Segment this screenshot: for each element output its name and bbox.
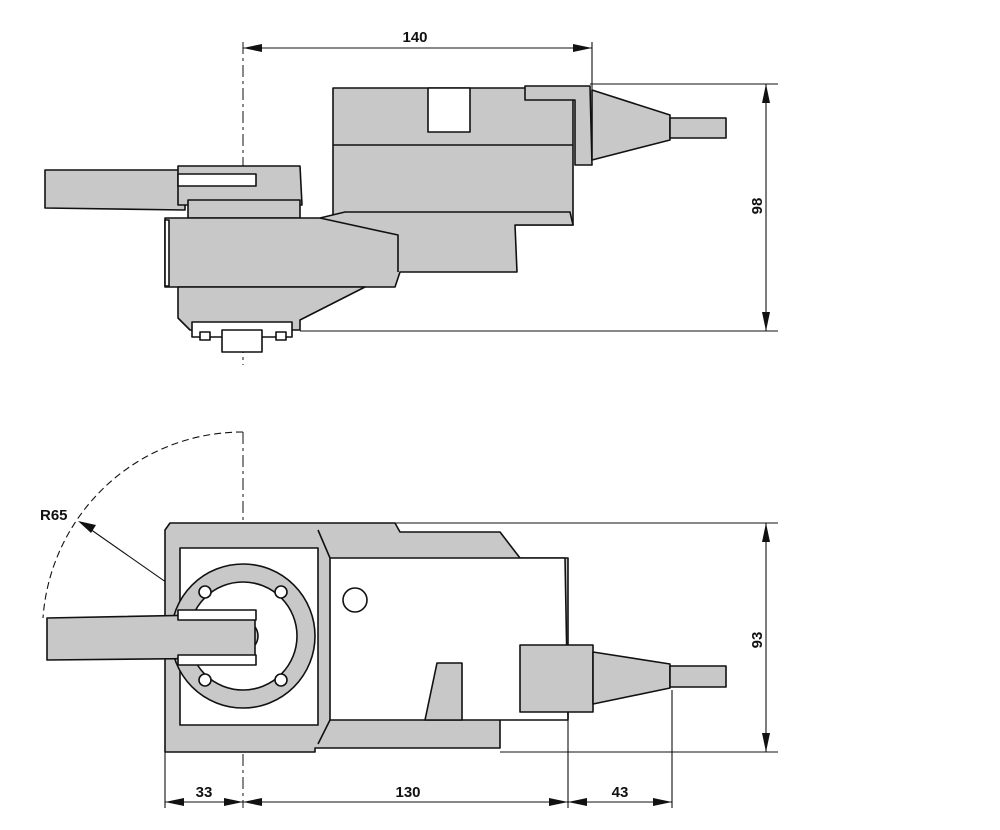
radius-arrow [78, 521, 96, 533]
cable-gland-cap [524, 85, 593, 166]
lever-clip-bottom [177, 654, 257, 666]
plan-cable-cone [592, 651, 671, 705]
dim-98-label: 98 [749, 198, 766, 215]
dim-43-label: 43 [612, 784, 629, 801]
plan-lever-arm [46, 613, 256, 661]
dim-33-label: 33 [196, 784, 213, 801]
clamp-slot [177, 173, 257, 187]
cover-screw [342, 587, 368, 613]
housing-window [427, 87, 471, 133]
bolt-left [199, 331, 211, 341]
clamp-hole-tr [274, 585, 288, 599]
cable-cone [591, 89, 671, 161]
dim-140-arrow-right [573, 44, 592, 52]
bolt-right [275, 331, 287, 341]
side-view: 140 98 [44, 29, 778, 365]
lower-body-edge [319, 217, 399, 272]
cable [669, 117, 727, 139]
dim-130-label: 130 [395, 784, 420, 801]
dim-140-label: 140 [402, 29, 427, 46]
cover-tab [424, 662, 463, 721]
dim-130-arrow-left [243, 798, 262, 806]
dim-93-label: 93 [749, 632, 766, 649]
dim-43-arrow-left [568, 798, 587, 806]
clamp-base [187, 199, 301, 219]
lever-clip-top [177, 609, 257, 621]
clamp-hole-tl [198, 585, 212, 599]
plan-view: R65 93 [40, 431, 778, 808]
dim-98-arrow-bottom [762, 312, 770, 331]
lever-arm [44, 169, 186, 211]
dim-93-arrow-bottom [762, 733, 770, 752]
gear-housing [177, 286, 366, 331]
sweep-arc [42, 431, 244, 619]
lower-body [164, 211, 574, 288]
dim-93-arrow-top [762, 523, 770, 542]
dim-33-arrow-left [165, 798, 184, 806]
lower-body-face [164, 219, 170, 287]
cover-bevel [317, 529, 331, 745]
plan-cable [669, 665, 727, 688]
dim-43-arrow-right [653, 798, 672, 806]
dim-98-arrow-top [762, 84, 770, 103]
shaft-stub [221, 329, 263, 353]
dim-33-arrow-right [224, 798, 243, 806]
radius-label: R65 [40, 507, 68, 524]
clamp-hole-br [274, 673, 288, 687]
clamp-hole-bl [198, 673, 212, 687]
plan-gland [519, 644, 594, 713]
dim-140-arrow-left [243, 44, 262, 52]
dim-130-arrow-right [549, 798, 568, 806]
